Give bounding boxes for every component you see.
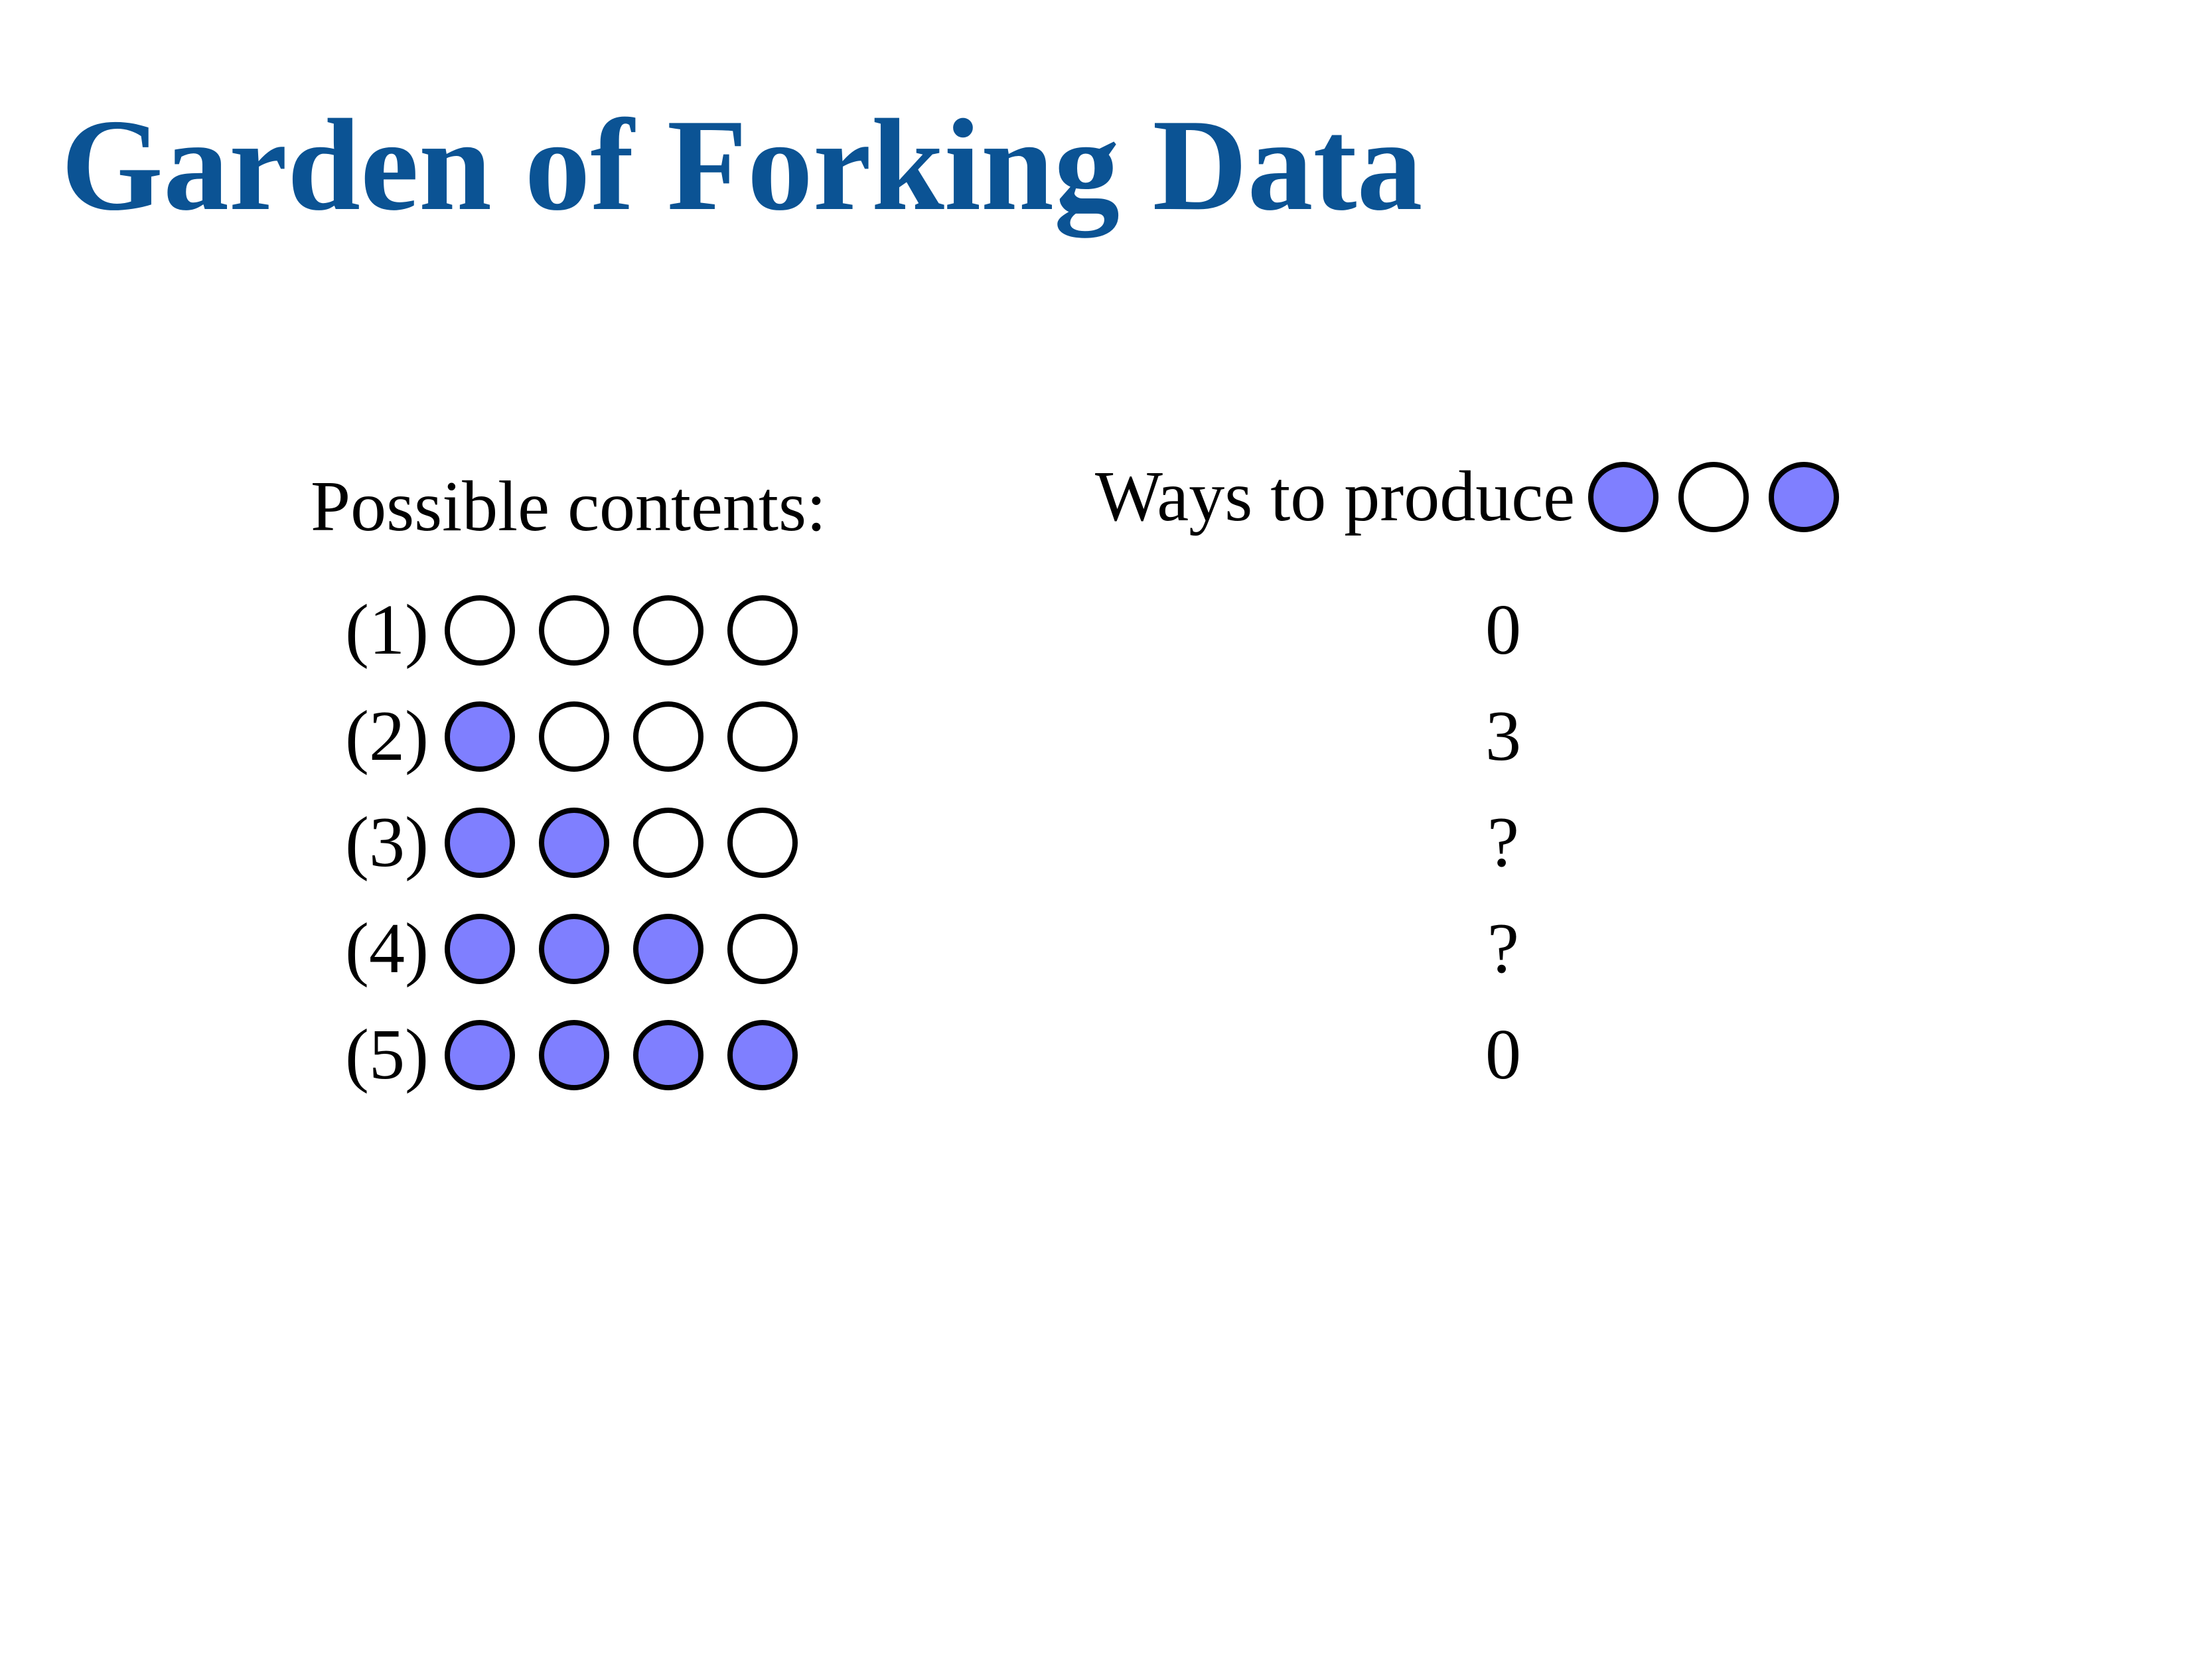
white-marble xyxy=(633,701,703,772)
white-marble xyxy=(633,595,703,666)
bag-marbles xyxy=(445,1020,822,1090)
row-label: (2) xyxy=(345,697,429,776)
ways-to-produce-label: Ways to produce xyxy=(1095,457,1576,536)
blue-marble xyxy=(445,701,515,772)
blue-marble xyxy=(727,1020,798,1090)
bag-marbles xyxy=(445,914,822,984)
bag-marbles xyxy=(445,701,822,772)
white-marble xyxy=(1678,462,1749,532)
blue-marble xyxy=(1769,462,1840,532)
blue-marble xyxy=(633,914,703,984)
blue-marble xyxy=(539,808,609,878)
white-marble xyxy=(539,701,609,772)
blue-marble xyxy=(445,1020,515,1090)
contents-row-4: (4) xyxy=(345,909,822,989)
ways-to-produce-heading: Ways to produce xyxy=(1095,461,1859,533)
blue-marble xyxy=(539,914,609,984)
ways-value-row-1: 0 xyxy=(1485,591,1521,670)
contents-row-3: (3) xyxy=(345,803,822,883)
row-label: (1) xyxy=(345,591,429,670)
white-marble xyxy=(445,595,515,666)
contents-row-1: (1) xyxy=(345,591,822,670)
blue-marble xyxy=(539,1020,609,1090)
white-marble xyxy=(727,808,798,878)
blue-marble xyxy=(445,808,515,878)
blue-marble xyxy=(633,1020,703,1090)
contents-row-5: (5) xyxy=(345,1015,822,1095)
ways-value-row-5: 0 xyxy=(1485,1015,1521,1094)
white-marble xyxy=(727,701,798,772)
white-marble xyxy=(727,595,798,666)
row-label: (5) xyxy=(345,1015,429,1094)
slide-title: Garden of Forking Data xyxy=(61,92,1423,238)
blue-marble xyxy=(1588,462,1659,532)
ways-value-row-4: ? xyxy=(1487,909,1519,988)
white-marble xyxy=(633,808,703,878)
white-marble xyxy=(727,914,798,984)
ways-value-row-3: ? xyxy=(1487,803,1519,882)
bag-marbles xyxy=(445,595,822,666)
bag-marbles xyxy=(445,808,822,878)
possible-contents-heading: Possible contents: xyxy=(311,467,826,546)
contents-row-2: (2) xyxy=(345,697,822,776)
row-label: (3) xyxy=(345,803,429,882)
ways-value-row-2: 3 xyxy=(1485,697,1521,776)
row-label: (4) xyxy=(345,909,429,988)
blue-marble xyxy=(445,914,515,984)
white-marble xyxy=(539,595,609,666)
